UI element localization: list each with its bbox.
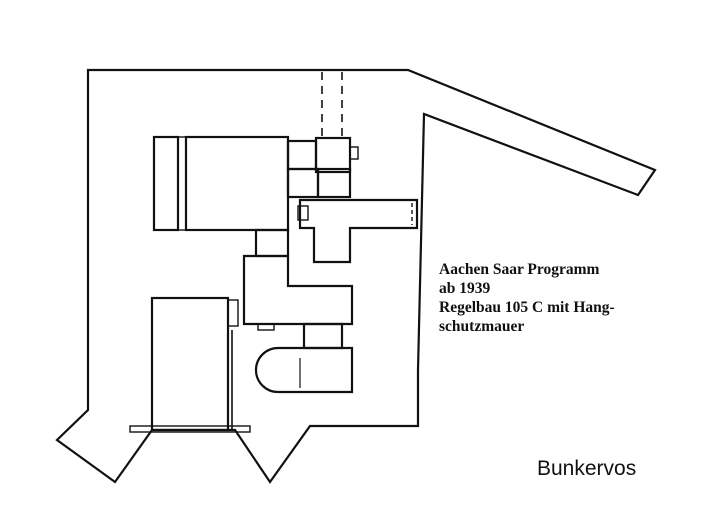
side-block — [152, 135, 180, 232]
gas-lock — [314, 136, 352, 174]
corridor-door — [297, 205, 309, 221]
passage-right — [316, 167, 352, 199]
corridor-to-wall — [298, 198, 419, 264]
lower-connector — [302, 322, 344, 350]
outer-wall-outline — [55, 68, 657, 484]
rounded-room — [254, 346, 354, 394]
brand-label: Bunkervos — [537, 457, 637, 480]
lower-left-threshold — [129, 425, 251, 433]
caption-line-1: Aachen Saar Programm — [439, 261, 600, 278]
upper-small-room — [254, 228, 290, 258]
caption-line-3: Regelbau 105 C mit Hang- — [439, 299, 615, 316]
caption-line-4: schutzmauer — [439, 318, 525, 335]
central-room — [242, 254, 354, 326]
main-chamber — [184, 135, 290, 232]
caption-line-2: ab 1939 — [439, 280, 491, 297]
lower-left-room — [150, 296, 230, 432]
entrance-passage — [286, 139, 318, 171]
lower-left-annex — [227, 299, 239, 327]
central-step — [257, 323, 275, 331]
passage-lower — [286, 167, 320, 199]
gas-lock-small — [349, 146, 359, 160]
